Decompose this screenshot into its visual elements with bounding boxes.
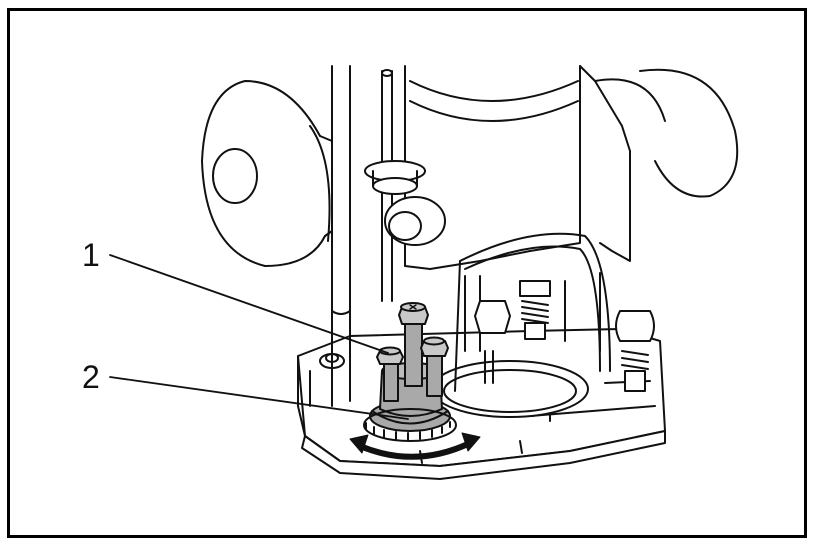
leader-line-1 (109, 254, 389, 354)
depth-spring-far-right (615, 310, 655, 392)
router-diagram (109, 65, 739, 480)
depth-spring-right (519, 280, 551, 340)
router-left-handle (201, 80, 333, 267)
leader-line-2 (109, 376, 409, 420)
callout-label-2: 2 (82, 359, 100, 395)
figure-frame: 1 2 (7, 8, 807, 538)
stopper-pole-screws (376, 302, 449, 402)
rotation-arrow-icon (349, 432, 481, 460)
callout-label-1: 1 (82, 237, 100, 273)
center-bolt (474, 300, 511, 384)
router-motor-housing (331, 65, 739, 407)
